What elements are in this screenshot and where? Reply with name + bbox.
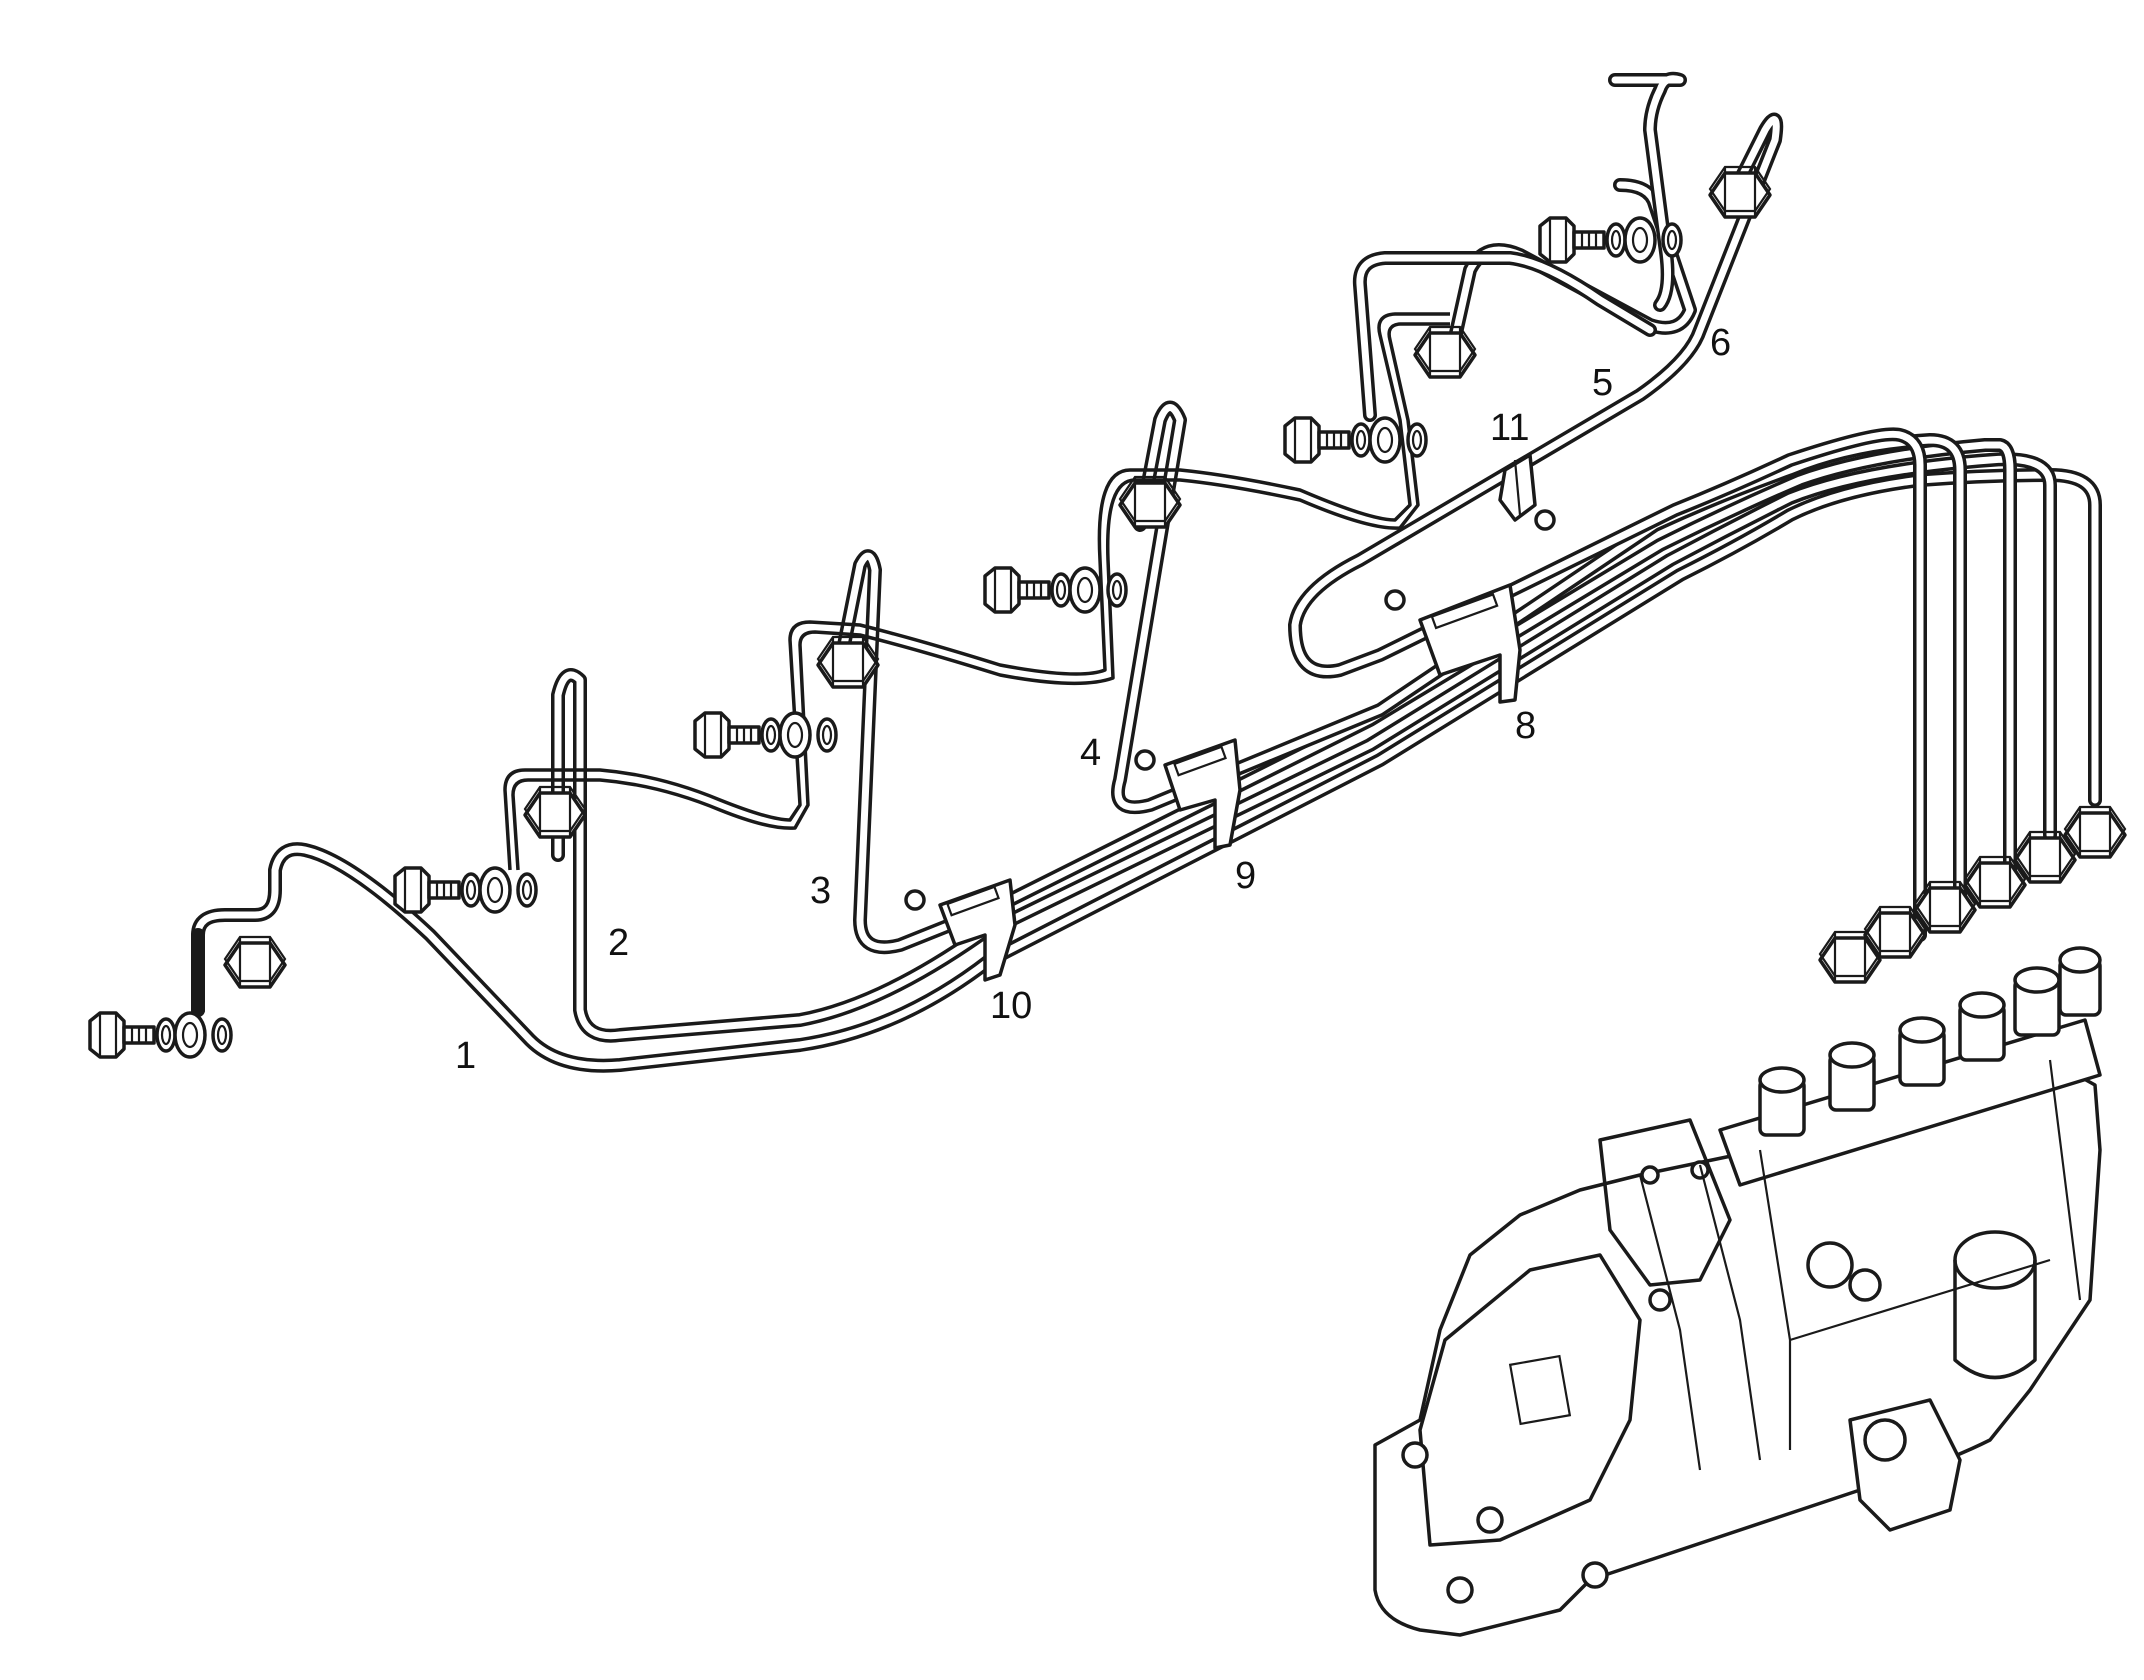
clamp-11	[1498, 453, 1556, 531]
label-8: 8	[1515, 705, 1536, 747]
label-1: 1	[455, 1035, 476, 1077]
clamp-8	[1384, 583, 1522, 704]
label-11: 11	[1490, 407, 1529, 449]
label-5: 5	[1592, 362, 1613, 404]
delivery-valves	[1758, 946, 2102, 1137]
label-4: 4	[1080, 732, 1101, 774]
label-10: 10	[990, 985, 1032, 1027]
label-9: 9	[1235, 855, 1256, 897]
label-6: 6	[1710, 322, 1731, 364]
clamp-9	[1134, 738, 1242, 850]
label-2: 2	[608, 922, 629, 964]
clamp-10	[904, 878, 1017, 982]
leak-off-return-line	[503, 312, 1450, 871]
injection-lines	[191, 71, 2102, 1073]
label-3: 3	[810, 870, 831, 912]
part-labels: 1 2 3 4 5 6 8 9 10 11	[455, 322, 1731, 1077]
injection-pump	[1373, 946, 2102, 1637]
